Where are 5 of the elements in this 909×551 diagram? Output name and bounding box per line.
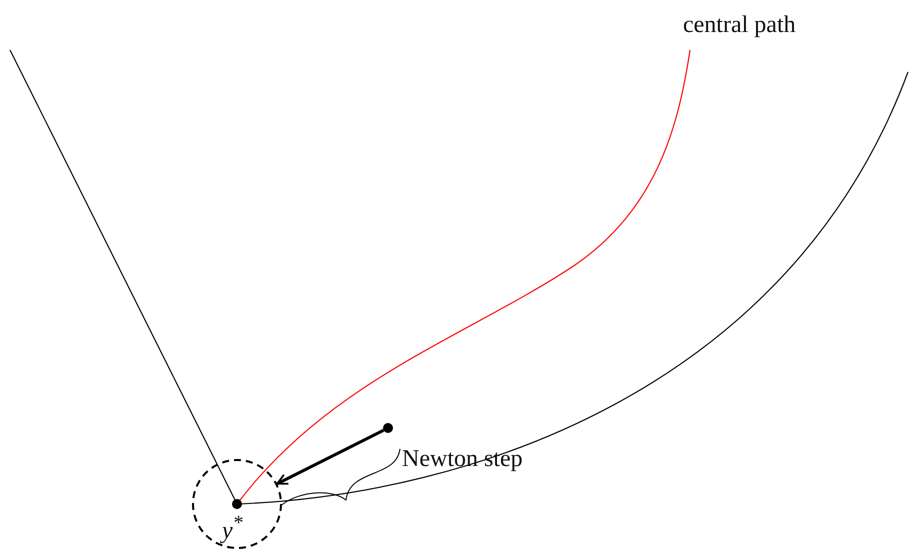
annotation-text: Newton step: [402, 446, 523, 472]
point-label: y$^{*}$: [222, 512, 243, 544]
leader-line: [282, 448, 400, 506]
arrow: [276, 428, 384, 486]
curve-label: central path: [683, 12, 796, 38]
